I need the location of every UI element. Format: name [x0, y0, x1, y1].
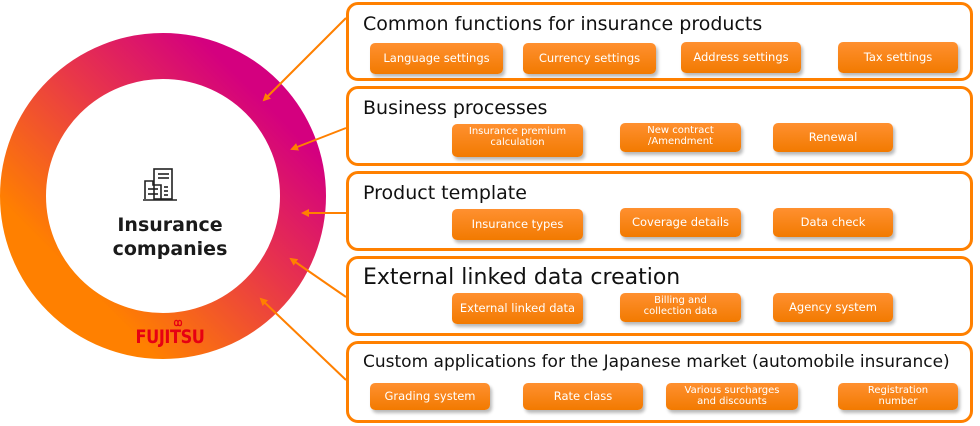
- button-language-settings[interactable]: Language settings: [370, 43, 503, 74]
- button-currency-settings[interactable]: Currency settings: [523, 43, 656, 74]
- button-agency-system[interactable]: Agency system: [773, 293, 893, 322]
- panel-common-functions: Common functions for insurance products …: [346, 2, 973, 81]
- button-billing-collection-data[interactable]: Billing and collection data: [620, 293, 741, 322]
- panel-title: Custom applications for the Japanese mar…: [363, 352, 950, 372]
- button-surcharges-discounts[interactable]: Various surcharges and discounts: [666, 383, 798, 410]
- center-label-line2: companies: [112, 238, 228, 260]
- fujitsu-logo-text: FUJITSU: [135, 326, 205, 348]
- button-registration-number[interactable]: Registration number: [838, 383, 958, 410]
- button-tax-settings[interactable]: Tax settings: [838, 42, 958, 73]
- panel-title: External linked data creation: [363, 265, 681, 290]
- panel-business-processes: Business processes Insurance premium cal…: [346, 86, 973, 166]
- button-grading-system[interactable]: Grading system: [370, 383, 490, 410]
- company-ring: [0, 33, 326, 359]
- button-insurance-types[interactable]: Insurance types: [452, 209, 583, 240]
- fujitsu-logo: FUJITSU: [125, 318, 215, 352]
- infinity-mark-icon: [173, 319, 183, 327]
- arrow-external-data: [289, 257, 347, 298]
- panel-external-linked-data: External linked data creation External l…: [346, 256, 973, 336]
- center-label-line1: Insurance: [117, 214, 223, 236]
- arrow-common-functions: [262, 17, 347, 102]
- button-insurance-premium-calculation[interactable]: Insurance premium calculation: [452, 124, 583, 157]
- button-coverage-details[interactable]: Coverage details: [620, 208, 741, 237]
- panel-title: Business processes: [363, 97, 548, 119]
- button-renewal[interactable]: Renewal: [773, 123, 893, 152]
- arrow-business-processes: [290, 127, 347, 151]
- button-new-contract-amendment[interactable]: New contract /Amendment: [620, 123, 741, 152]
- panel-title: Common functions for insurance products: [363, 13, 763, 35]
- arrow-custom-apps: [259, 297, 347, 381]
- panel-title: Product template: [363, 182, 527, 204]
- panel-product-template: Product template Insurance types Coverag…: [346, 171, 973, 251]
- button-data-check[interactable]: Data check: [773, 208, 893, 237]
- building-icon: [143, 168, 177, 201]
- button-rate-class[interactable]: Rate class: [523, 383, 643, 410]
- button-external-linked-data[interactable]: External linked data: [452, 293, 583, 324]
- panel-custom-applications: Custom applications for the Japanese mar…: [346, 341, 973, 423]
- button-address-settings[interactable]: Address settings: [681, 42, 801, 73]
